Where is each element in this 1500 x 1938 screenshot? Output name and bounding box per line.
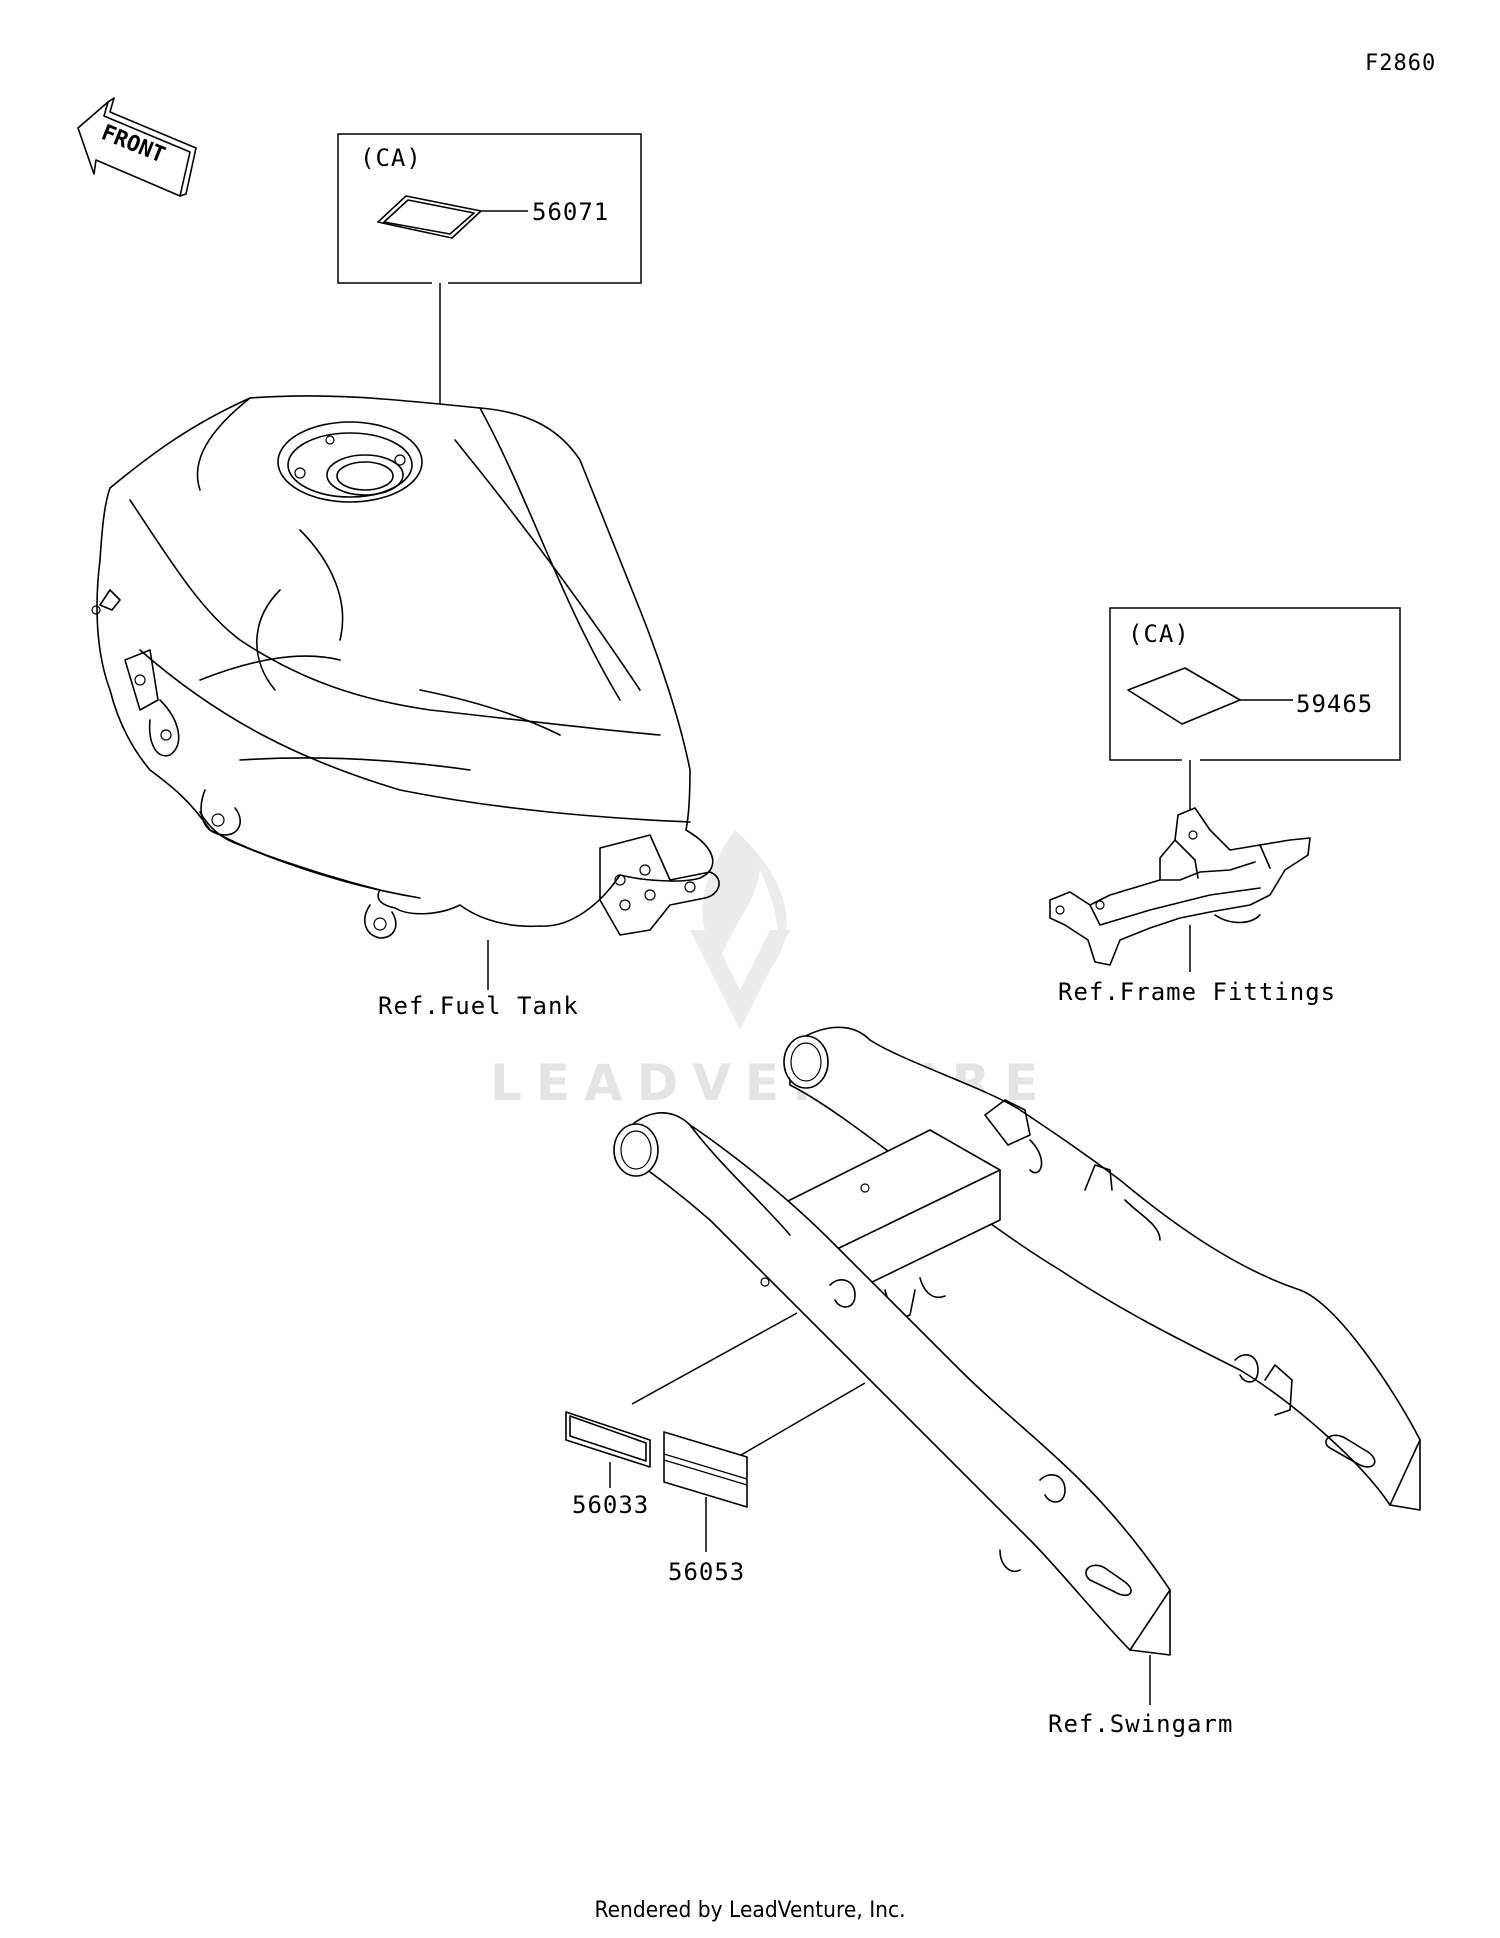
box2-tag: (CA) [1128, 620, 1190, 648]
box1-tag: (CA) [360, 144, 422, 172]
front-arrow-icon: FRONT [77, 97, 197, 197]
footer-credit: Rendered by LeadVenture, Inc. [594, 1898, 906, 1923]
ref-fuel-tank: Ref.Fuel Tank [378, 992, 579, 1020]
ref-swingarm: Ref.Swingarm [1048, 1710, 1233, 1738]
ref-frame-fittings: Ref.Frame Fittings [1058, 978, 1336, 1006]
label-sticker-56053-icon [663, 1431, 748, 1508]
label-56053: 56053 [663, 1382, 866, 1586]
part-number-59465: 59465 [1296, 690, 1373, 718]
fuel-tank-illustration [91, 395, 720, 939]
callout-box-59465: (CA) 59465 [1109, 607, 1401, 880]
frame-fittings-illustration [1049, 807, 1311, 966]
swingarm-illustration [613, 1026, 1421, 1656]
callout-box-56071: (CA) 56071 [337, 133, 642, 530]
label-sticker-56033-icon [565, 1411, 651, 1468]
part-number-56033: 56033 [572, 1491, 649, 1519]
figure-code: F2860 [1365, 51, 1436, 76]
part-number-56071: 56071 [532, 198, 609, 226]
label-sticker-59465-icon [1127, 667, 1241, 725]
label-sticker-56071-icon [377, 195, 482, 239]
part-number-56053: 56053 [668, 1558, 745, 1586]
label-56033: 56033 [565, 1312, 798, 1519]
